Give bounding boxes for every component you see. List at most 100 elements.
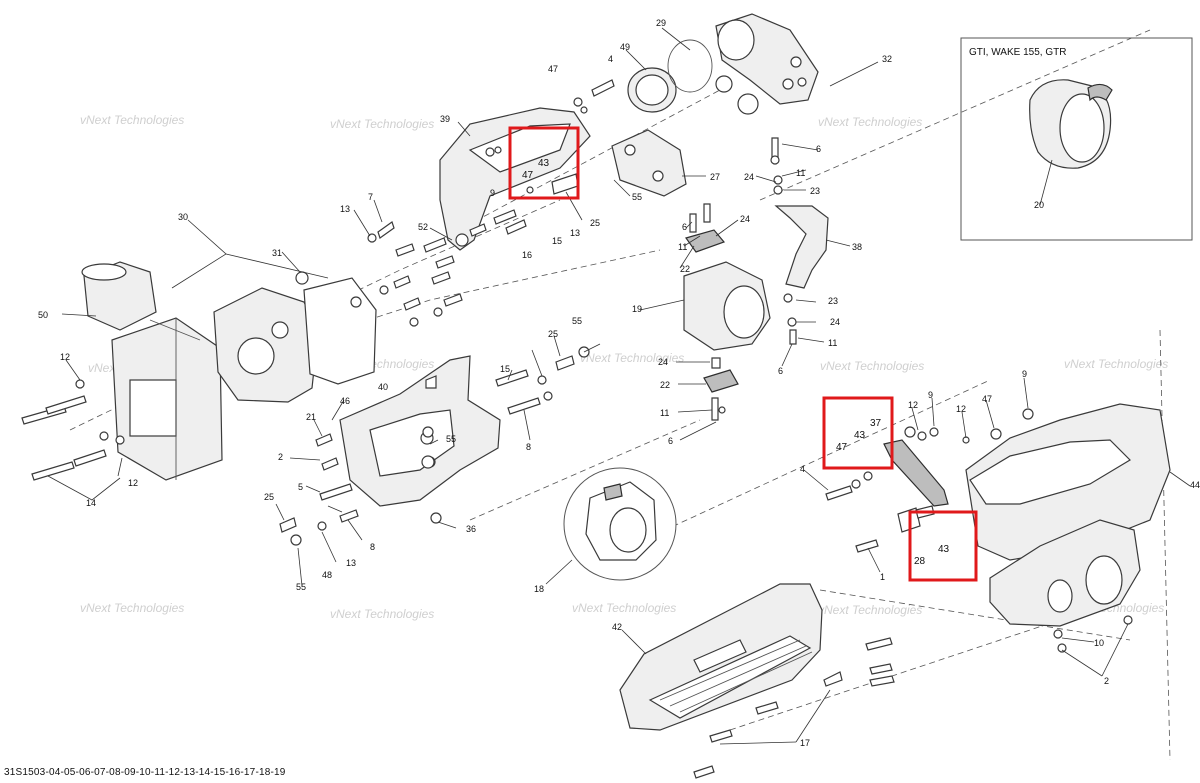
watermark: vNext Technologies — [1064, 357, 1168, 371]
watermark: vNext Technologies — [330, 117, 434, 131]
callout-6: 6 — [778, 366, 783, 376]
callout-50: 50 — [38, 310, 48, 320]
inset-housing-opening — [1059, 93, 1105, 163]
callout-24: 24 — [658, 357, 668, 367]
callout-11: 11 — [678, 242, 687, 252]
bracket-39 — [439, 107, 591, 251]
intake-grill-42 — [619, 583, 823, 731]
callout-labels: 1 2 2 4 4 5 6 6 6 6 7 8 8 9 9 10 11 11 1… — [38, 18, 1200, 748]
bolts-bottom — [693, 637, 895, 779]
callout-43: 43 — [938, 544, 950, 555]
watermark: vNext Technologies — [80, 601, 184, 615]
callout-21: 21 — [306, 412, 316, 422]
cover-assembly — [213, 271, 377, 403]
callout-19: 19 — [632, 304, 642, 314]
bracket-22 — [685, 229, 726, 253]
callout-29: 29 — [656, 18, 666, 28]
inset-panel — [960, 37, 1193, 241]
callout-2: 2 — [1104, 676, 1109, 686]
watermark: vNext Technologies — [330, 607, 434, 621]
callout-32: 32 — [882, 54, 892, 64]
callout-10: 10 — [1094, 638, 1104, 648]
callout-25: 25 — [264, 492, 274, 502]
callout-28: 28 — [914, 556, 926, 567]
bracket-37 — [883, 439, 949, 507]
callout-12: 12 — [956, 404, 966, 414]
callout-55: 55 — [296, 582, 306, 592]
housing-44 — [965, 403, 1171, 653]
watermark: vNext Technologies — [820, 359, 924, 373]
callout-8: 8 — [526, 442, 531, 452]
callout-37: 37 — [870, 418, 882, 429]
bracket-22b — [703, 369, 739, 393]
callout-23: 23 — [810, 186, 820, 196]
callout-11: 11 — [796, 168, 805, 178]
callout-49: 49 — [620, 42, 630, 52]
callout-22: 22 — [680, 264, 690, 274]
callout-48: 48 — [322, 570, 332, 580]
callout-24: 24 — [830, 317, 840, 327]
callout-42: 42 — [612, 622, 622, 632]
hardware-top-center — [469, 79, 615, 237]
callout-55: 55 — [572, 316, 582, 326]
highlight-box-3 — [908, 510, 978, 582]
callout-39: 39 — [440, 114, 450, 124]
inset-fitting — [1087, 83, 1113, 102]
bracket-38 — [774, 205, 829, 289]
callout-7: 7 — [368, 192, 373, 202]
callout-15: 15 — [552, 236, 562, 246]
highlight-box-1 — [508, 126, 580, 200]
callout-23: 23 — [828, 296, 838, 306]
callout-4: 4 — [800, 464, 805, 474]
leader-lines — [47, 27, 1191, 745]
callout-8: 8 — [370, 542, 375, 552]
callout-24: 24 — [740, 214, 750, 224]
callout-25: 25 — [548, 329, 558, 339]
watermark: vNext Technologies — [818, 603, 922, 617]
right-column-hardware — [770, 137, 829, 345]
highlight-box-2 — [822, 396, 894, 470]
callout-14: 14 — [86, 498, 96, 508]
callout-13: 13 — [340, 204, 350, 214]
actuator-plate — [129, 379, 177, 437]
callout-46: 46 — [340, 396, 350, 406]
callout-52: 52 — [418, 222, 428, 232]
elbow-assembly — [683, 203, 771, 421]
watermark: vNext Technologies — [80, 113, 184, 127]
callout-16: 16 — [522, 250, 532, 260]
callout-25: 25 — [590, 218, 600, 228]
callout-12: 12 — [60, 352, 70, 362]
callout-36: 36 — [466, 524, 476, 534]
callout-44: 44 — [1190, 480, 1200, 490]
callout-17: 17 — [800, 738, 810, 748]
callout-47: 47 — [982, 394, 992, 404]
callout-9: 9 — [928, 390, 933, 400]
callout-5: 5 — [298, 482, 303, 492]
watermark: vNext Technologies — [818, 115, 922, 129]
motor-cap — [81, 263, 127, 281]
callout-40: 40 — [378, 382, 388, 392]
callout-55: 55 — [632, 192, 642, 202]
callout-47: 47 — [522, 170, 534, 181]
watermark: vNext Technologies — [580, 351, 684, 365]
callout-13: 13 — [346, 558, 356, 568]
plate-27 — [611, 129, 687, 197]
callout-11: 11 — [660, 408, 669, 418]
detail-view-18 — [563, 467, 677, 581]
callout-30: 30 — [178, 212, 188, 222]
callout-15: 15 — [500, 364, 510, 374]
bolts-left — [21, 379, 125, 481]
callout-43: 43 — [854, 430, 866, 441]
callout-47: 47 — [548, 64, 558, 74]
callout-55: 55 — [446, 434, 456, 444]
callout-11: 11 — [828, 338, 837, 348]
callout-13: 13 — [570, 228, 580, 238]
callout-9: 9 — [490, 188, 495, 198]
callout-6: 6 — [668, 436, 673, 446]
highlight-boxes: 43 47 37 43 47 43 28 — [508, 126, 978, 582]
reference-code: 31S1503-04-05-06-07-08-09-10-11-12-13-14… — [4, 767, 286, 778]
pump-top-assembly — [611, 13, 819, 197]
callout-27: 27 — [710, 172, 720, 182]
